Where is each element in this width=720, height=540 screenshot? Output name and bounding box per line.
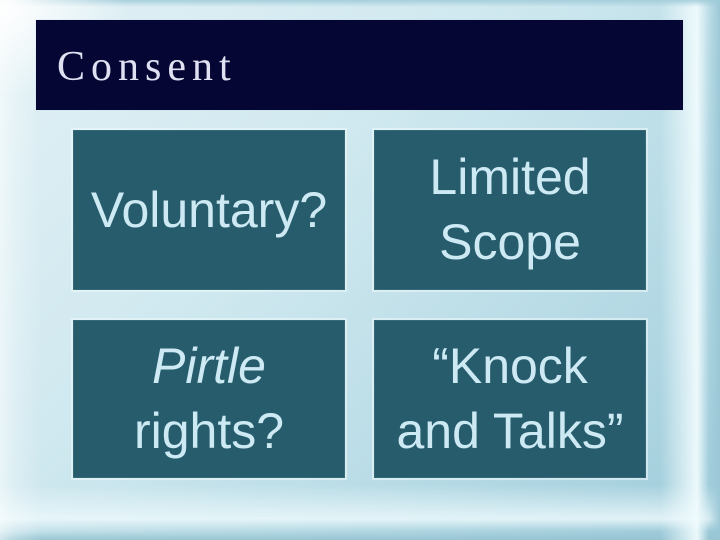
box-pirtle-rights-line-2: rights? xyxy=(133,403,285,459)
box-knock-and-talks-line-2: and Talks” xyxy=(396,403,624,459)
box-limited-scope: Limited Scope xyxy=(374,130,646,290)
box-voluntary-line-1: Voluntary? xyxy=(90,181,328,238)
box-limited-scope-line-1: Limited xyxy=(429,149,591,205)
box-knock-and-talks-line-1: “Knock xyxy=(432,338,588,394)
slide-title-bar: Consent xyxy=(36,20,683,110)
slide-title: Consent xyxy=(57,44,237,90)
box-pirtle-rights: Pirtle rights? xyxy=(73,320,345,478)
box-limited-scope-line-2: Scope xyxy=(439,214,581,270)
box-knock-and-talks: “Knock and Talks” xyxy=(374,320,646,478)
box-voluntary: Voluntary? xyxy=(73,130,345,290)
box-pirtle-rights-line-1: Pirtle xyxy=(152,338,266,394)
